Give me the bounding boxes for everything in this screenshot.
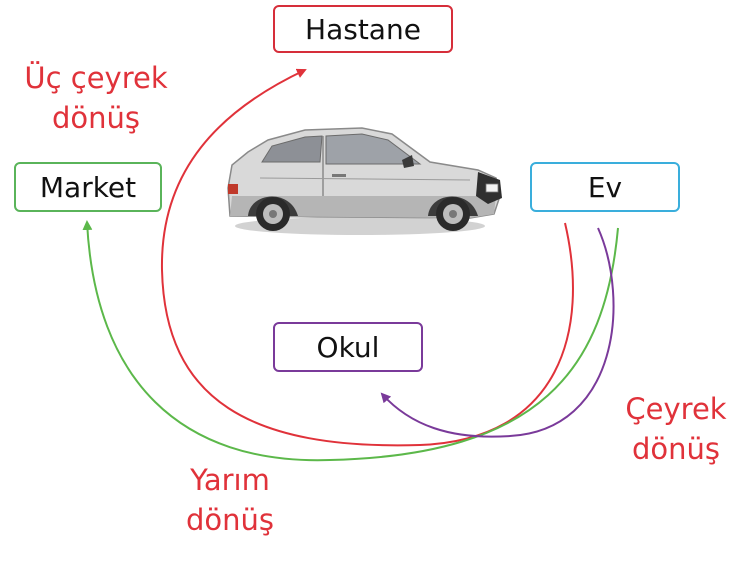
quarter-caption-line-2: dönüş (631, 432, 721, 466)
okul-box: Okul (273, 322, 423, 372)
three-quarter-caption-line-1: Üç çeyrek (24, 61, 168, 95)
quarter-turn-arrow (380, 227, 615, 438)
ev-label: Ev (587, 170, 623, 204)
three-quarter-turn-caption: Üç çeyrek dönüş (6, 58, 186, 138)
hastane-label: Hastane (305, 12, 421, 46)
quarter-turn-caption: Çeyrek dönüş (606, 389, 746, 469)
market-label: Market (39, 170, 137, 204)
half-turn-arrow (82, 220, 619, 462)
half-caption-line-2: dönüş (185, 503, 275, 537)
three-quarter-turn-arrow (160, 68, 574, 447)
market-box: Market (14, 162, 162, 212)
quarter-caption-line-1: Çeyrek (625, 392, 727, 426)
hastane-box: Hastane (273, 5, 453, 53)
ev-box: Ev (530, 162, 680, 212)
three-quarter-caption-line-2: dönüş (51, 101, 141, 135)
okul-label: Okul (316, 330, 380, 364)
car-illustration (227, 127, 502, 235)
half-caption-line-1: Yarım (190, 463, 270, 497)
half-turn-caption: Yarım dönüş (160, 460, 300, 540)
